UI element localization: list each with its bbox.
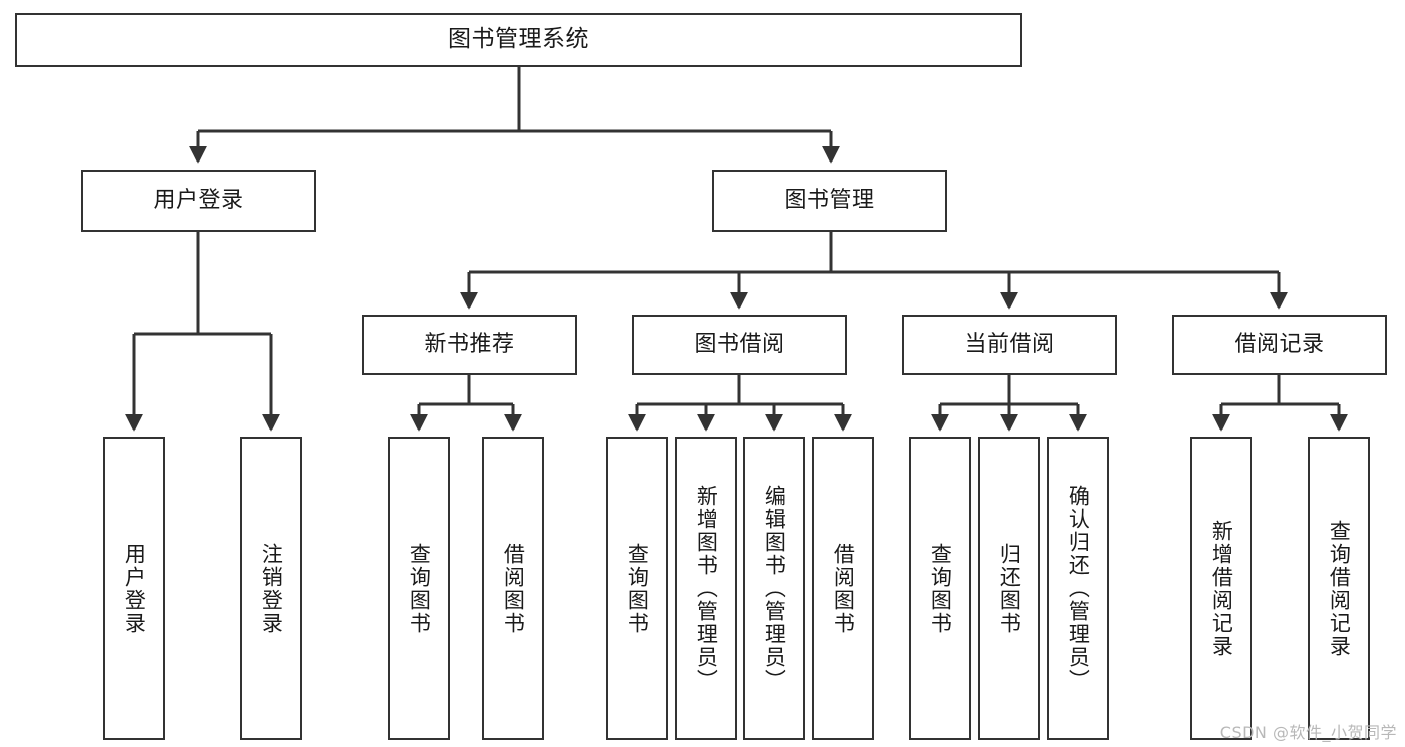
node-label: 用户登录 <box>153 188 244 214</box>
node-label: 注销登录 <box>259 542 284 635</box>
node-label: 新增借阅记录 <box>1209 519 1234 658</box>
node-label: 新书推荐 <box>424 332 515 358</box>
node-current-borrow[interactable]: 当前借阅 <box>902 315 1117 375</box>
watermark-credit: CSDN @软件_小贺同学 <box>1219 723 1397 742</box>
node-label: 查询借阅记录 <box>1327 519 1352 658</box>
leaf-recommend-query-book[interactable]: 查询图书 <box>388 437 450 740</box>
node-book-management[interactable]: 图书管理 <box>712 170 947 232</box>
leaf-borrow-borrow-book[interactable]: 借阅图书 <box>812 437 874 740</box>
node-new-book-recommend[interactable]: 新书推荐 <box>362 315 577 375</box>
node-label: 图书管理系统 <box>448 26 589 53</box>
leaf-record-query-borrow-record[interactable]: 查询借阅记录 <box>1308 437 1370 740</box>
node-label: 当前借阅 <box>964 332 1055 358</box>
node-label: 借阅记录 <box>1234 332 1325 358</box>
node-root-system[interactable]: 图书管理系统 <box>15 13 1022 67</box>
node-label: 查询图书 <box>625 542 650 635</box>
node-label: 查询图书 <box>928 542 953 635</box>
node-label: 借阅图书 <box>831 542 856 635</box>
node-label: 归还图书 <box>997 542 1022 635</box>
node-borrow-record[interactable]: 借阅记录 <box>1172 315 1387 375</box>
node-label: 新增图书（管理员） <box>694 485 719 692</box>
leaf-user-logout[interactable]: 注销登录 <box>240 437 302 740</box>
leaf-borrow-add-book-admin[interactable]: 新增图书（管理员） <box>675 437 737 740</box>
node-label: 确认归还（管理员） <box>1066 485 1091 692</box>
node-label: 用户登录 <box>122 542 147 635</box>
leaf-user-login[interactable]: 用户登录 <box>103 437 165 740</box>
node-label: 图书管理 <box>784 188 875 214</box>
leaf-current-confirm-return-admin[interactable]: 确认归还（管理员） <box>1047 437 1109 740</box>
node-book-borrow[interactable]: 图书借阅 <box>632 315 847 375</box>
node-label: 查询图书 <box>407 542 432 635</box>
leaf-record-add-borrow-record[interactable]: 新增借阅记录 <box>1190 437 1252 740</box>
node-label: 编辑图书（管理员） <box>762 485 787 692</box>
leaf-borrow-query-book[interactable]: 查询图书 <box>606 437 668 740</box>
node-label: 借阅图书 <box>501 542 526 635</box>
leaf-recommend-borrow-book[interactable]: 借阅图书 <box>482 437 544 740</box>
node-label: 图书借阅 <box>694 332 785 358</box>
leaf-current-return-book[interactable]: 归还图书 <box>978 437 1040 740</box>
node-user-login[interactable]: 用户登录 <box>81 170 316 232</box>
leaf-borrow-edit-book-admin[interactable]: 编辑图书（管理员） <box>743 437 805 740</box>
leaf-current-query-book[interactable]: 查询图书 <box>909 437 971 740</box>
